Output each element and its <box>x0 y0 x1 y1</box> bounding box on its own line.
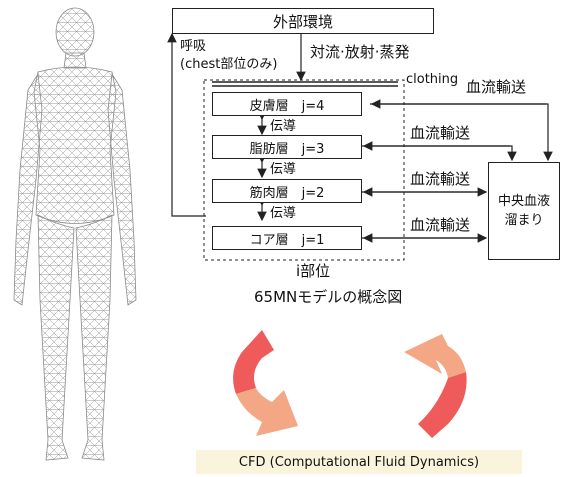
left-arc-red <box>233 330 274 394</box>
central-blood-pool-box: 中央血液 溜まり <box>488 162 560 260</box>
core-layer-label: コア層 j=1 <box>249 232 325 248</box>
left-arrowhead-salmon <box>236 388 298 436</box>
right-arc-red <box>418 372 467 438</box>
clothing-label: clothing <box>406 72 459 87</box>
skin-layer-label: 皮膚層 j=4 <box>249 98 325 114</box>
blood-transport-label-3: 血流輸送 <box>410 170 471 188</box>
central-blood-pool-line2: 溜まり <box>504 213 544 228</box>
muscle-layer-label: 筋肉層 j=2 <box>249 185 325 201</box>
environment-box: 外部環境 <box>172 8 434 34</box>
segment-boundary <box>203 79 405 261</box>
respiration-arrow <box>167 32 206 217</box>
blood-transport-label-1: 血流輸送 <box>466 78 527 96</box>
human-mesh-figure <box>13 7 137 461</box>
blood-transport-label-2: 血流輸送 <box>410 124 471 142</box>
environment-label: 外部環境 <box>272 12 333 31</box>
muscle-layer-box: 筋肉層 j=2 <box>212 179 362 203</box>
central-blood-pool-line1: 中央血液 <box>497 193 550 209</box>
conduction-label-1: 伝導 <box>270 119 297 134</box>
segment-label: i部位 <box>296 262 331 280</box>
heat-exchange-label: 対流·放射·蒸発 <box>310 43 410 61</box>
blood-transport-label-4: 血流輸送 <box>410 216 471 234</box>
core-layer-box: コア層 j=1 <box>212 226 362 250</box>
respiration-label: 呼吸 <box>180 39 207 54</box>
fat-layer-box: 脂肪層 j=3 <box>212 135 362 159</box>
conduction-label-2: 伝導 <box>270 162 297 177</box>
conduction-label-3: 伝導 <box>270 206 297 221</box>
skin-layer-box: 皮膚層 j=4 <box>212 92 362 116</box>
fat-layer-label: 脂肪層 j=3 <box>249 141 325 157</box>
cfd-caption-bar: CFD (Computational Fluid Dynamics) <box>196 450 522 474</box>
cfd-caption: CFD (Computational Fluid Dynamics) <box>238 454 480 470</box>
right-arrowhead-salmon <box>404 334 466 378</box>
respiration-note: (chest部位のみ) <box>180 57 278 72</box>
model-title: 65MNモデルの概念図 <box>254 288 403 306</box>
